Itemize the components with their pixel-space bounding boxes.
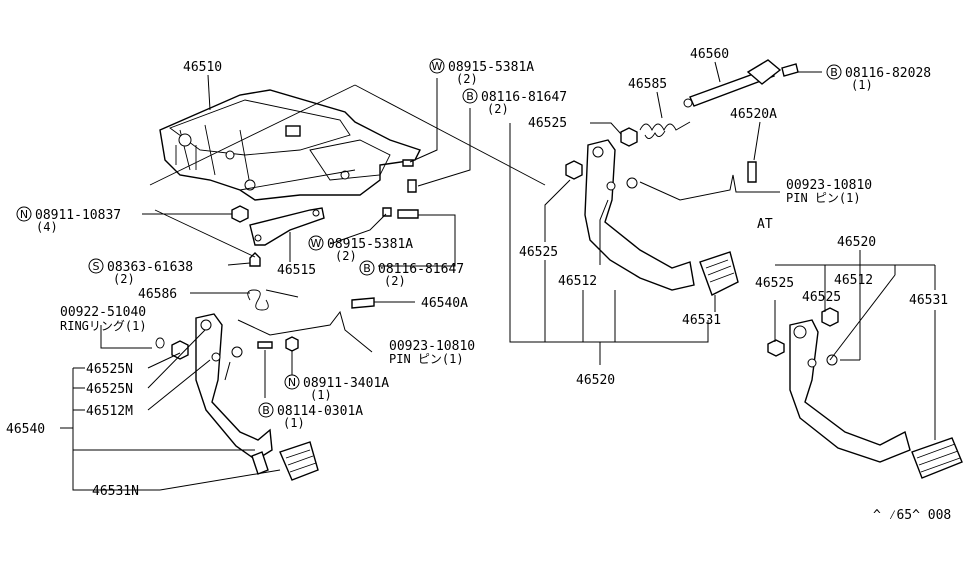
prefix-w-icon: W [311, 237, 322, 250]
svg-text:08911-3401A: 08911-3401A [303, 376, 389, 391]
ring-00922-51040 [155, 337, 165, 349]
prefix-b-icon: B [466, 90, 474, 103]
fastener-s-08363-61638: S 08363-61638 (2) [88, 258, 193, 286]
nut-08911-3401A [285, 336, 299, 352]
svg-text:(4): (4) [36, 220, 58, 234]
label-46520A: 46520A [730, 107, 777, 122]
fastener-ring-00922-51040: 00922-51040 RINGリング(1) [60, 305, 147, 333]
label-46520-at: 46520 [837, 235, 876, 250]
prefix-b-icon: B [363, 262, 371, 275]
fastener-b-08114-0301A: B 08114-0301A (1) [258, 402, 363, 430]
svg-text:08911-10837: 08911-10837 [35, 208, 121, 223]
bolt-08116-81647-top [407, 179, 417, 193]
fastener-b-08116-81647-mid: B 08116-81647 (2) [359, 260, 464, 288]
svg-text:RINGリング(1): RINGリング(1) [60, 319, 147, 333]
svg-text:08915-5381A: 08915-5381A [448, 60, 534, 75]
pedal-bracket-46510 [159, 89, 421, 201]
bracket-46515 [249, 207, 325, 246]
label-46531-mid: 46531 [682, 313, 721, 328]
svg-text:(2): (2) [335, 249, 357, 263]
fastener-w-08915-5381A-top: W 08915-5381A (2) [429, 58, 534, 86]
pin-46520A [747, 161, 757, 183]
return-spring-46585 [639, 121, 691, 139]
svg-text:PIN ピン(1): PIN ピン(1) [786, 191, 861, 205]
label-46531-at: 46531 [909, 293, 948, 308]
svg-text:08114-0301A: 08114-0301A [277, 404, 363, 419]
label-46531N: 46531N [92, 484, 139, 499]
svg-text:08116-81647: 08116-81647 [481, 90, 567, 105]
svg-text:(1): (1) [283, 416, 305, 430]
label-46512-at: 46512 [834, 273, 873, 288]
label-46525-top: 46525 [528, 116, 567, 131]
label-46540A: 46540A [421, 296, 468, 311]
label-46525-at-1: 46525 [755, 276, 794, 291]
washer-08915-5381A-mid [382, 207, 392, 217]
bushing-46525-mid [565, 160, 583, 180]
svg-text:PIN ピン(1): PIN ピン(1) [389, 352, 464, 366]
at-pedal-46520 [789, 319, 963, 479]
bolt-08116-82028 [781, 63, 799, 77]
label-46512M: 46512M [86, 404, 133, 419]
bushing-46525-top [620, 127, 638, 147]
bushing-46525-at-2 [821, 307, 839, 327]
return-spring-46586 [247, 289, 299, 311]
prefix-n-icon: N [20, 208, 28, 221]
svg-text:(1): (1) [851, 78, 873, 92]
nut-08911-10837 [231, 205, 249, 223]
brake-pedal-46520 [584, 139, 739, 296]
svg-text:(1): (1) [310, 388, 332, 402]
bolt-08116-81647-mid [397, 209, 419, 219]
bolt-08114-0301A [257, 341, 273, 349]
label-46525-mid: 46525 [519, 245, 558, 260]
prefix-n-icon: N [288, 376, 296, 389]
label-46520-mid: 46520 [576, 373, 615, 388]
label-46585: 46585 [628, 77, 667, 92]
fastener-n-08911-10837: N 08911-10837 (4) [16, 206, 121, 234]
drawing-code: ^ ⁄65^ 008 [873, 508, 951, 523]
fastener-pin-00923-10810-top: 00923-10810 PIN ピン(1) [786, 178, 872, 205]
label-46525N-1: 46525N [86, 362, 133, 377]
label-46512-mid: 46512 [558, 274, 597, 289]
label-46510: 46510 [183, 60, 222, 75]
label-46540: 46540 [6, 422, 45, 437]
label-46515: 46515 [277, 263, 316, 278]
svg-text:(2): (2) [487, 102, 509, 116]
label-46586: 46586 [138, 287, 177, 302]
fastener-pin-00923-10810-low: 00923-10810 PIN ピン(1) [389, 339, 475, 366]
pin-46540A [351, 297, 375, 309]
label-46560: 46560 [690, 47, 729, 62]
svg-text:00923-10810: 00923-10810 [786, 178, 872, 193]
fastener-n-08911-3401A: N 08911-3401A (1) [284, 374, 389, 402]
svg-text:00922-51040: 00922-51040 [60, 305, 146, 320]
fastener-w-08915-5381A-mid: W 08915-5381A (2) [308, 235, 413, 263]
label-46525N-2: 46525N [86, 382, 133, 397]
prefix-w-icon: W [432, 60, 443, 73]
fastener-b-08116-82028: B 08116-82028 (1) [826, 64, 931, 92]
svg-text:08915-5381A: 08915-5381A [327, 237, 413, 252]
svg-text:08116-82028: 08116-82028 [845, 66, 931, 81]
clutch-pedal-46540 [195, 313, 319, 481]
prefix-b-icon: B [830, 66, 838, 79]
svg-text:08116-81647: 08116-81647 [378, 262, 464, 277]
at-variant-label: AT [757, 217, 773, 232]
pedal-shaft-46560 [683, 59, 782, 108]
prefix-b-icon: B [262, 404, 270, 417]
svg-text:(2): (2) [456, 72, 478, 86]
svg-text:00923-10810: 00923-10810 [389, 339, 475, 354]
label-46525-at-2: 46525 [802, 290, 841, 305]
prefix-s-icon: S [93, 260, 100, 273]
bushing-46525-at-1 [767, 339, 785, 357]
svg-text:08363-61638: 08363-61638 [107, 260, 193, 275]
fastener-b-08116-81647-top: B 08116-81647 (2) [462, 88, 567, 116]
svg-text:(2): (2) [384, 274, 406, 288]
svg-text:(2): (2) [113, 272, 135, 286]
